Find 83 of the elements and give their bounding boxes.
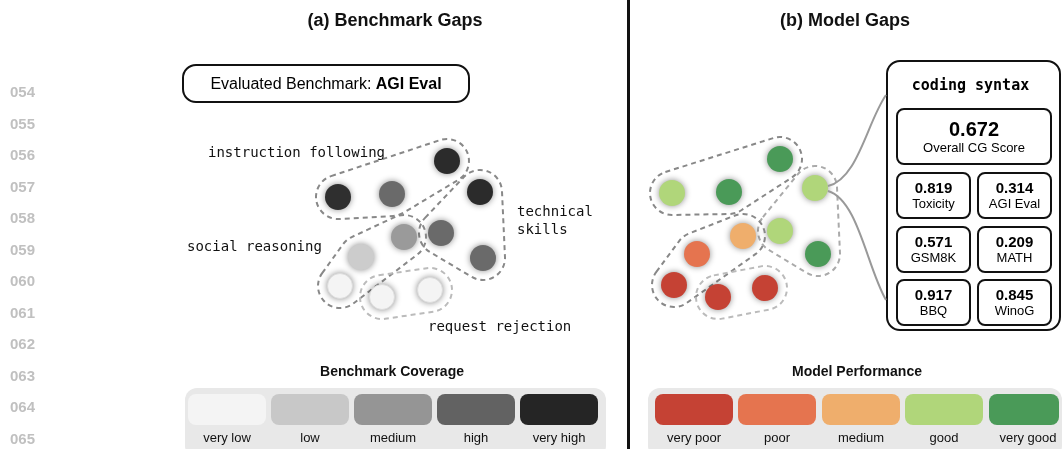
legend-label: good — [929, 430, 959, 445]
score-box — [896, 279, 971, 326]
connector-line — [827, 94, 887, 187]
connector-line — [827, 190, 887, 301]
legend-heading: Model Performance — [792, 363, 922, 379]
score-box — [977, 172, 1052, 219]
cluster-label: instruction following — [208, 143, 386, 161]
legend-label: very high — [532, 430, 586, 445]
dot — [417, 277, 443, 303]
panel-title: (b) Model Gaps — [780, 9, 910, 31]
legend-label: medium — [369, 430, 417, 445]
dot — [705, 284, 731, 310]
score-name: GSM8K — [910, 250, 957, 266]
line-number: 056 — [10, 146, 36, 163]
benchmark-box — [182, 64, 470, 103]
dot — [802, 175, 828, 201]
score-box — [977, 279, 1052, 326]
score-value: 0.314 — [995, 179, 1034, 197]
skill-cluster — [648, 135, 804, 217]
line-number: 064 — [10, 398, 36, 415]
dot — [379, 181, 405, 207]
legend-label: medium — [837, 430, 885, 445]
dot — [661, 272, 687, 298]
legend-label: very low — [203, 430, 251, 445]
score-box — [896, 108, 1052, 165]
dot — [428, 220, 454, 246]
score-box — [896, 172, 971, 219]
dot — [369, 284, 395, 310]
dot — [659, 180, 685, 206]
line-number: 058 — [10, 209, 36, 226]
dot — [391, 224, 417, 250]
legend-label: high — [463, 430, 489, 445]
score-value: 0.571 — [914, 233, 953, 251]
cluster-label: request rejection — [428, 317, 573, 335]
dot — [805, 241, 831, 267]
legend-label: low — [300, 430, 320, 445]
score-value: 0.672 — [948, 117, 1000, 141]
line-number: 065 — [10, 429, 36, 447]
skill-cluster — [694, 264, 789, 321]
line-number: 054 — [10, 83, 36, 100]
score-value: 0.819 — [914, 179, 953, 197]
dot — [752, 275, 778, 301]
dot — [470, 245, 496, 271]
line-number: 063 — [10, 366, 36, 384]
line-number: 060 — [10, 272, 36, 289]
dot — [327, 273, 353, 299]
score-box — [896, 226, 971, 273]
benchmark-label: Evaluated Benchmark: AGI Eval — [210, 74, 442, 93]
score-name: WinoG — [994, 303, 1035, 319]
line-number: 055 — [10, 114, 36, 132]
line-number: 062 — [10, 335, 36, 352]
score-value: 0.209 — [995, 233, 1034, 251]
skill-cluster — [756, 164, 842, 278]
dot — [325, 184, 351, 210]
legend-label: very good — [999, 430, 1057, 445]
legend-label: poor — [764, 430, 790, 445]
skill-cluster — [208, 137, 471, 221]
score-box — [977, 226, 1052, 273]
dot — [348, 244, 374, 270]
dot — [684, 241, 710, 267]
dot — [434, 148, 460, 174]
score-name: Overall CG Score — [923, 140, 1025, 156]
cluster-label: social reasoning — [187, 237, 323, 255]
dot — [467, 179, 493, 205]
score-card — [886, 60, 1061, 331]
legend-label: very poor — [666, 430, 722, 445]
cluster-label: technical skills — [517, 202, 594, 238]
score-value: 0.845 — [995, 286, 1034, 304]
dot — [730, 223, 756, 249]
card-title: coding syntax — [910, 76, 1031, 94]
score-name: AGI Eval — [988, 196, 1041, 212]
score-value: 0.917 — [914, 286, 953, 304]
legend-heading: Benchmark Coverage — [320, 363, 464, 379]
line-number: 059 — [10, 240, 36, 258]
line-number: 057 — [10, 177, 36, 195]
dot — [716, 179, 742, 205]
score-name: Toxicity — [912, 196, 955, 212]
dot — [767, 146, 793, 172]
score-name: BBQ — [919, 303, 948, 319]
score-name: MATH — [996, 250, 1033, 266]
line-number: 061 — [10, 303, 36, 321]
dot — [767, 218, 793, 244]
panel-title: (a) Benchmark Gaps — [307, 9, 483, 31]
